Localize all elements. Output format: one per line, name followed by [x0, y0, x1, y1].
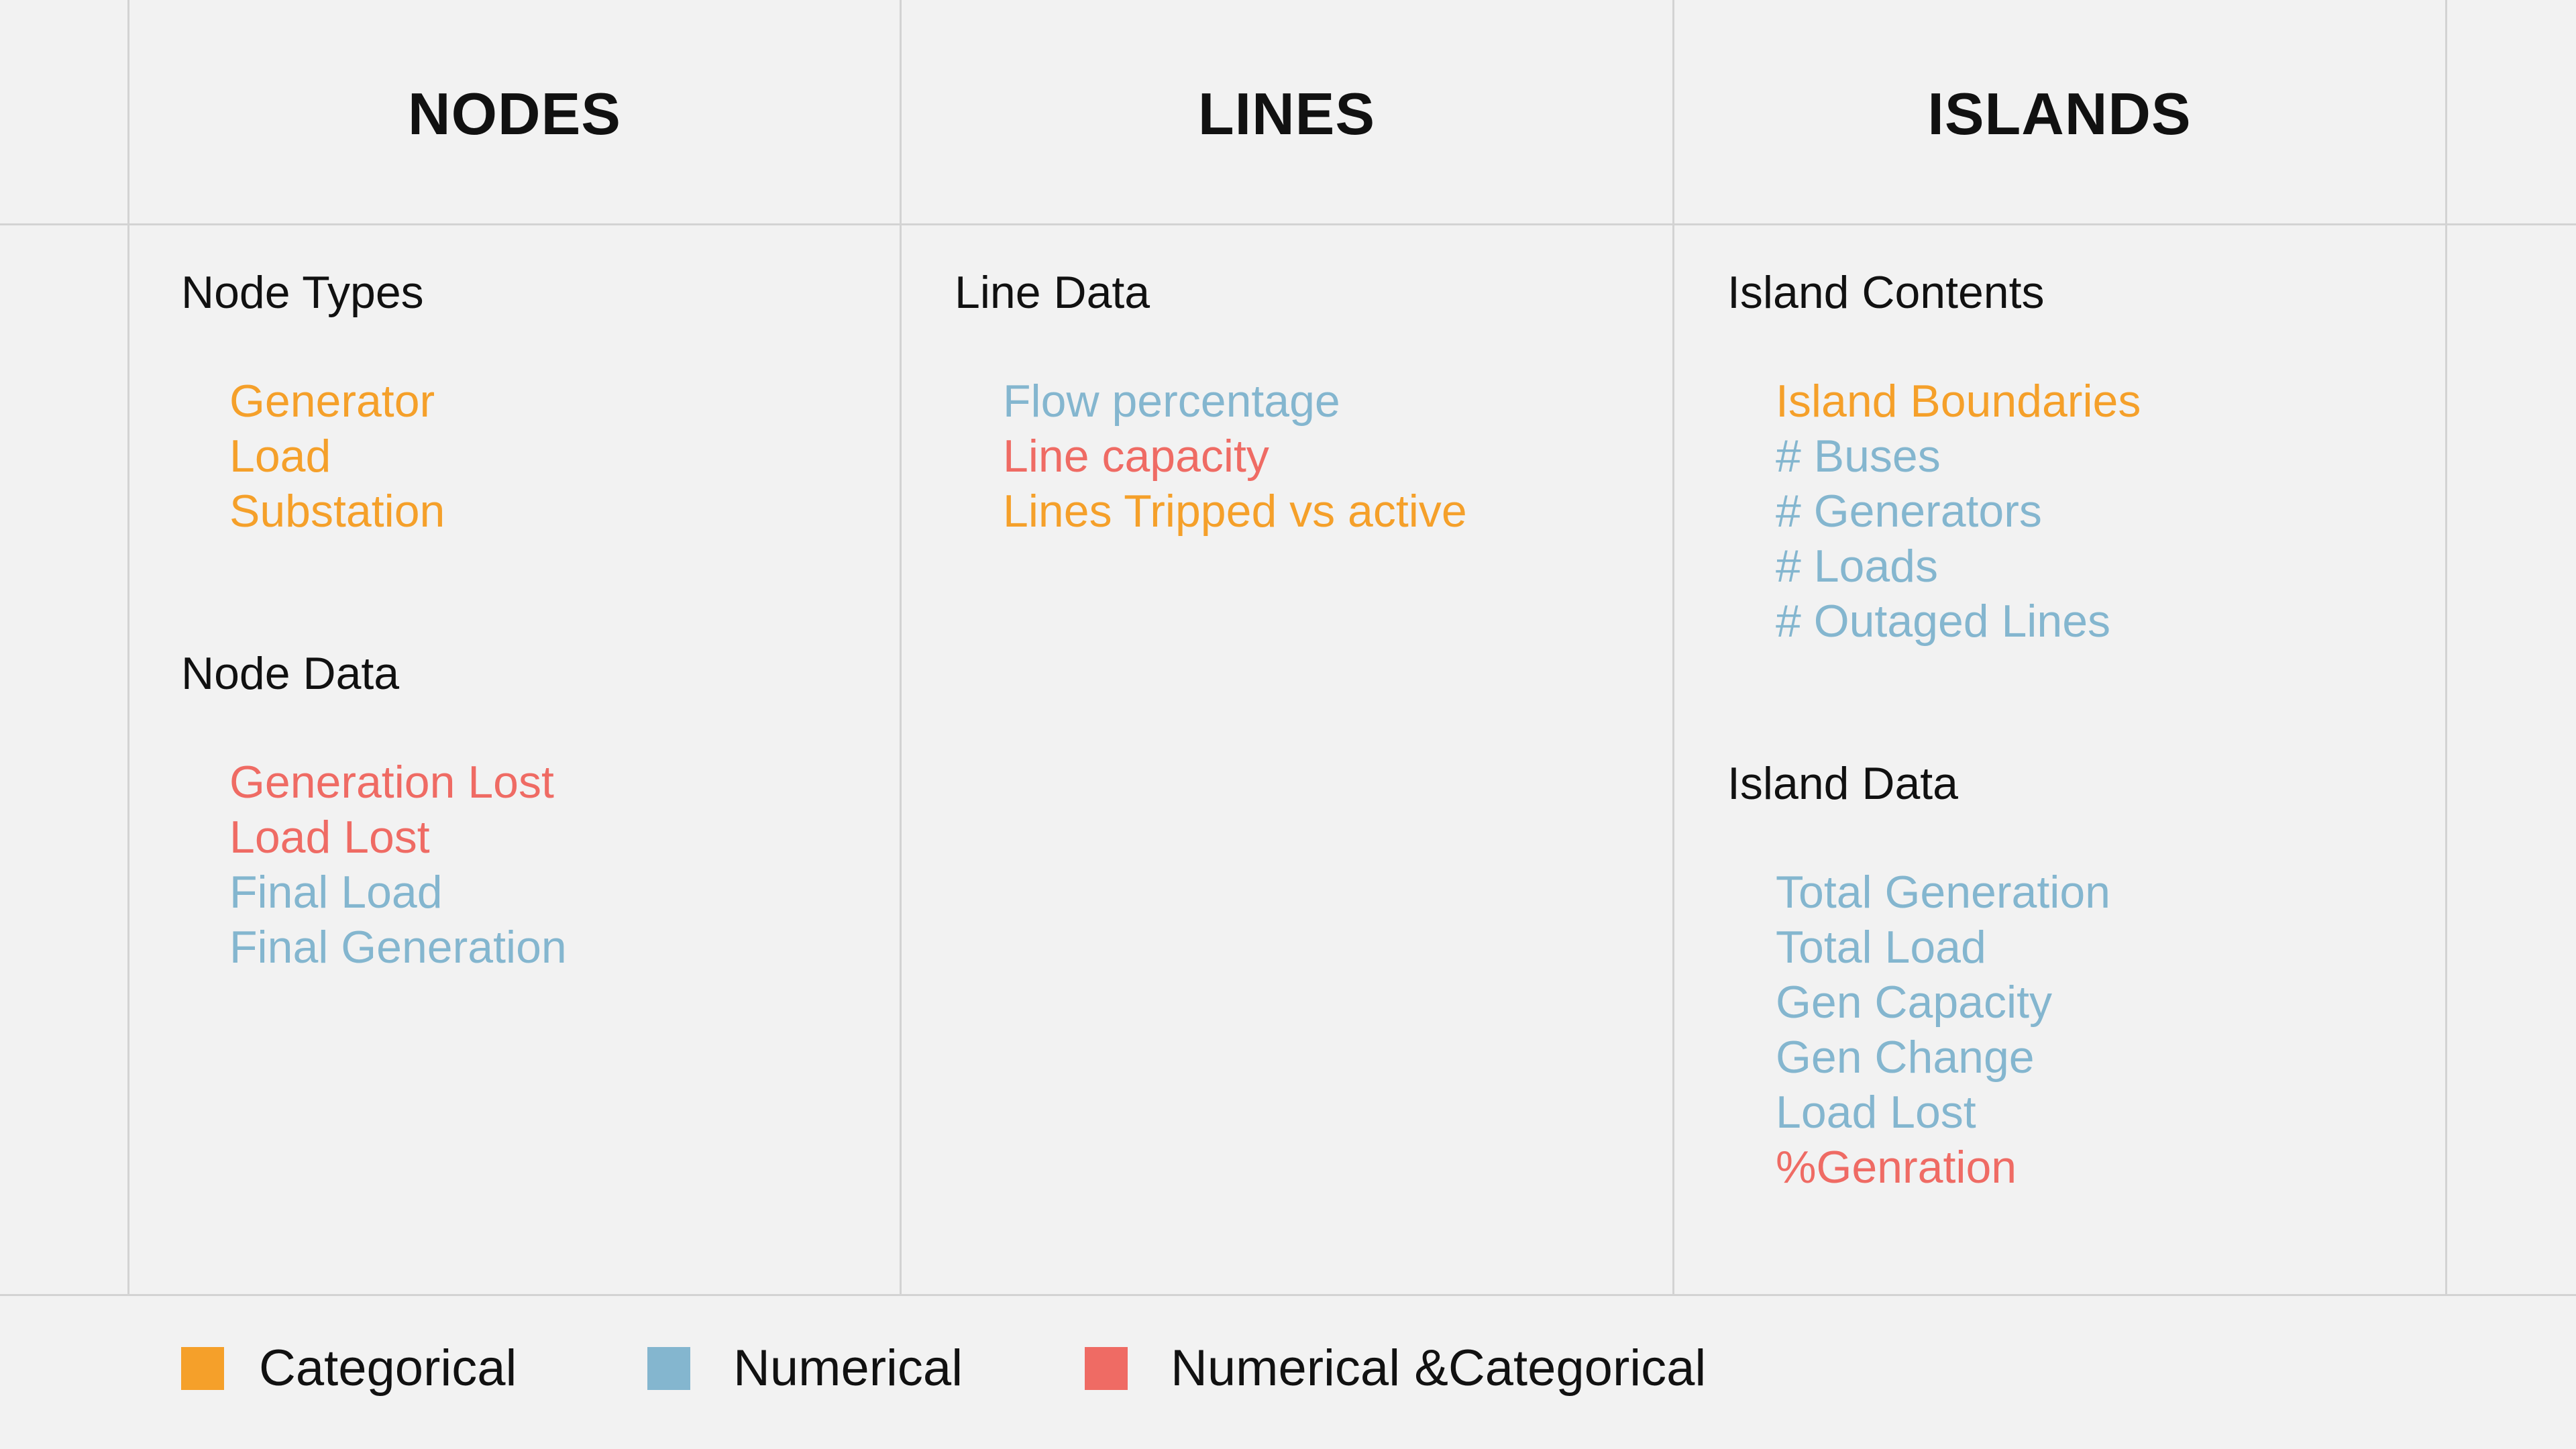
- legend-label: Categorical: [259, 1340, 517, 1397]
- categorical-swatch-icon: [181, 1347, 224, 1390]
- section-heading: Line Data: [955, 267, 1150, 318]
- list-item: Flow percentage: [1003, 376, 1340, 427]
- section-heading: Island Contents: [1727, 267, 2045, 318]
- list-item: %Genration: [1776, 1142, 2017, 1193]
- list-item: Gen Capacity: [1776, 977, 2052, 1028]
- column-title-nodes: NODES: [408, 80, 621, 147]
- column-title-lines: LINES: [1197, 80, 1376, 147]
- list-item: Substation: [229, 486, 445, 537]
- list-item: # Loads: [1776, 541, 1938, 592]
- list-item: # Outaged Lines: [1776, 596, 2111, 647]
- list-item: Generation Lost: [229, 757, 554, 808]
- legend-label: Numerical &Categorical: [1171, 1340, 1707, 1397]
- grid-divider-3: [1672, 0, 1674, 1295]
- list-item: Island Boundaries: [1776, 376, 2141, 427]
- grid-divider-1: [127, 0, 129, 1295]
- legend-divider: [0, 1294, 2576, 1296]
- section-heading: Node Types: [181, 267, 424, 318]
- column-title-islands: ISLANDS: [1927, 80, 2192, 147]
- list-item: Gen Change: [1776, 1032, 2035, 1083]
- grid-divider-4: [2445, 0, 2447, 1295]
- list-item: Line capacity: [1003, 431, 1269, 482]
- list-item: Load Lost: [229, 812, 430, 863]
- list-item: Total Load: [1776, 922, 1986, 973]
- list-item: Lines Tripped vs active: [1003, 486, 1467, 537]
- numerical-swatch-icon: [647, 1347, 690, 1390]
- section-heading: Island Data: [1727, 758, 1958, 809]
- section-item-list: Island Boundaries# Buses# Generators# Lo…: [1776, 374, 2445, 649]
- list-item: Final Load: [229, 867, 443, 918]
- legend-label: Numerical: [733, 1340, 963, 1397]
- section-heading: Node Data: [181, 648, 400, 699]
- list-item: Final Generation: [229, 922, 567, 973]
- legend: Categorical Numerical Numerical &Categor…: [0, 1335, 2576, 1402]
- list-item: Load: [229, 431, 331, 482]
- numerical-categorical-swatch-icon: [1085, 1347, 1128, 1390]
- list-item: # Generators: [1776, 486, 2042, 537]
- list-item: Load Lost: [1776, 1087, 1976, 1138]
- grid-divider-2: [900, 0, 902, 1295]
- list-item: # Buses: [1776, 431, 1941, 482]
- header-divider: [0, 223, 2576, 225]
- list-item: Generator: [229, 376, 435, 427]
- list-item: Total Generation: [1776, 867, 2110, 918]
